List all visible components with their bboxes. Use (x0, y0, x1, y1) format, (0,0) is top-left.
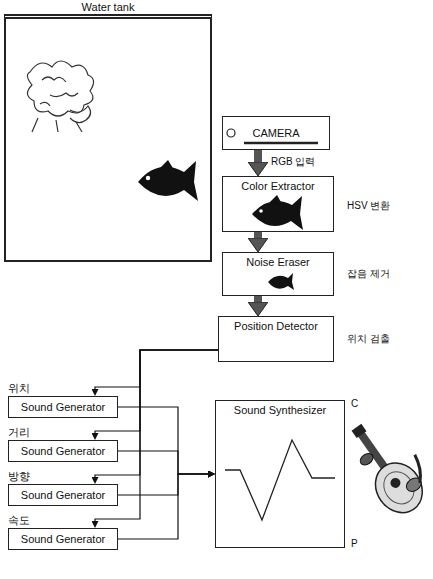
box-outline: CAMERA (222, 116, 330, 150)
connector (118, 474, 208, 495)
annotation-label: 잡음 제거 (346, 268, 391, 280)
box-outline: Sound Generator (8, 484, 118, 506)
process-box: Color Extractor (222, 176, 334, 232)
process-box: CAMERA (222, 116, 330, 150)
labelled-box: 거리 Sound Generator (8, 422, 118, 462)
coral (27, 61, 93, 132)
connector (95, 350, 218, 477)
node-text: CAMERA (252, 127, 299, 140)
connector (95, 350, 218, 433)
labelled-box: Water tank (4, 0, 212, 262)
annotation-label: P (350, 538, 359, 550)
guitar-player (338, 409, 433, 522)
box-outline: Noise Eraser (222, 252, 334, 296)
node-text: Sound Synthesizer (234, 401, 326, 417)
labelled-box: 방향 Sound Generator (8, 466, 118, 506)
node-heading: 방향 (8, 469, 30, 483)
box-outline (4, 14, 212, 262)
box-outline: Sound Generator (8, 396, 118, 418)
block-arrow (254, 232, 262, 238)
node-text: Sound Generator (21, 533, 105, 546)
labelled-box: 속도 Sound Generator (8, 510, 118, 550)
annotation-label: 위치 검출 (346, 333, 391, 345)
node-text: Sound Generator (21, 401, 105, 414)
annotation-label: C (350, 398, 359, 410)
process-box: Sound Synthesizer (215, 400, 345, 548)
node-text: Sound Generator (21, 489, 105, 502)
connector (95, 350, 218, 521)
annotation-label: HSV 변환 (346, 200, 391, 212)
extracted-fish (252, 195, 303, 230)
connector (118, 474, 208, 539)
process-box: Position Detector (218, 316, 334, 362)
filtered-fish (268, 273, 294, 290)
box-outline: Position Detector (218, 316, 334, 362)
node-heading: Water tank (4, 0, 212, 14)
waveform (225, 440, 335, 520)
process-box: Noise Eraser (222, 252, 334, 296)
connector (118, 451, 208, 474)
node-text: Sound Generator (21, 445, 105, 458)
box-outline: Sound Generator (8, 528, 118, 550)
node-text: Position Detector (234, 317, 318, 333)
block-arrow (254, 296, 262, 302)
node-heading: 거리 (8, 425, 30, 439)
edge-label: RGB 입력 (270, 156, 316, 168)
node-text: Noise Eraser (246, 253, 310, 269)
connector (95, 350, 218, 389)
box-outline: Sound Synthesizer (215, 400, 345, 548)
labelled-box: 위치 Sound Generator (8, 378, 118, 418)
node-heading: 속도 (8, 513, 30, 527)
node-text: Color Extractor (241, 177, 314, 193)
fish (138, 160, 198, 201)
block-arrow (254, 150, 262, 162)
node-heading: 위치 (8, 381, 30, 395)
box-outline: Color Extractor (222, 176, 334, 232)
box-outline: Sound Generator (8, 440, 118, 462)
connector (118, 407, 208, 474)
